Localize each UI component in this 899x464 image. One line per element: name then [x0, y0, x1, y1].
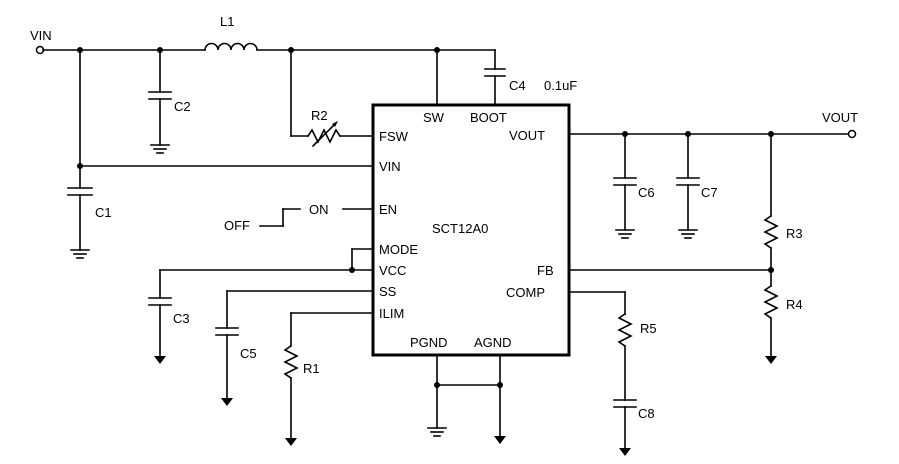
ground-arrow-c3 [154, 356, 166, 364]
vout-port-label: VOUT [822, 110, 858, 125]
pin-en: EN [379, 202, 397, 217]
vin-port-label: VIN [30, 28, 52, 43]
label-r1: R1 [303, 361, 320, 376]
pin-ilim: ILIM [379, 306, 404, 321]
ground-arrow-r1 [285, 438, 297, 446]
ground-c2 [150, 144, 170, 154]
resistor-r2 [306, 128, 342, 144]
pin-sw: SW [423, 110, 445, 125]
ground-c7 [678, 229, 698, 239]
label-r2: R2 [311, 108, 328, 123]
switch-on-label: ON [309, 202, 329, 217]
switch-off-label: OFF [224, 218, 250, 233]
label-r4: R4 [786, 297, 803, 312]
ic-body [371, 103, 571, 357]
ground-arrow-r4 [765, 356, 777, 364]
pin-pgnd: PGND [410, 335, 448, 350]
resistor-r1 [283, 344, 299, 380]
label-c1: C1 [95, 205, 112, 220]
ground-c6 [615, 229, 635, 239]
label-c3: C3 [173, 311, 190, 326]
ground-arrow-agnd [494, 436, 506, 444]
pin-mode: MODE [379, 242, 418, 257]
inductor-l1 [204, 42, 258, 51]
label-l1: L1 [220, 14, 234, 29]
label-c8: C8 [638, 406, 655, 421]
label-c4-value: 0.1uF [544, 78, 577, 93]
pin-vcc: VCC [379, 263, 406, 278]
pin-ss: SS [379, 284, 397, 299]
pin-fb: FB [537, 263, 554, 278]
ic-name: SCT12A0 [432, 221, 488, 236]
ground-c1 [70, 249, 90, 259]
label-c6: C6 [638, 185, 655, 200]
pin-comp: COMP [506, 285, 545, 300]
label-c4: C4 [509, 78, 526, 93]
pin-agnd: AGND [474, 335, 512, 350]
vout-terminal[interactable] [847, 129, 857, 139]
pin-vout: VOUT [509, 128, 545, 143]
resistor-r5 [617, 312, 633, 348]
label-c2: C2 [174, 99, 191, 114]
label-c5: C5 [240, 346, 257, 361]
resistor-r4 [763, 284, 779, 320]
resistor-r3 [763, 214, 779, 250]
ground-arrow-c5 [221, 398, 233, 406]
label-r5: R5 [640, 321, 657, 336]
pin-fsw: FSW [379, 129, 409, 144]
ground-arrow-c8 [619, 448, 631, 456]
label-c7: C7 [701, 185, 718, 200]
ground-pgnd [427, 427, 447, 437]
label-r3: R3 [786, 226, 803, 241]
pin-boot: BOOT [470, 110, 507, 125]
pin-vin: VIN [379, 159, 401, 174]
